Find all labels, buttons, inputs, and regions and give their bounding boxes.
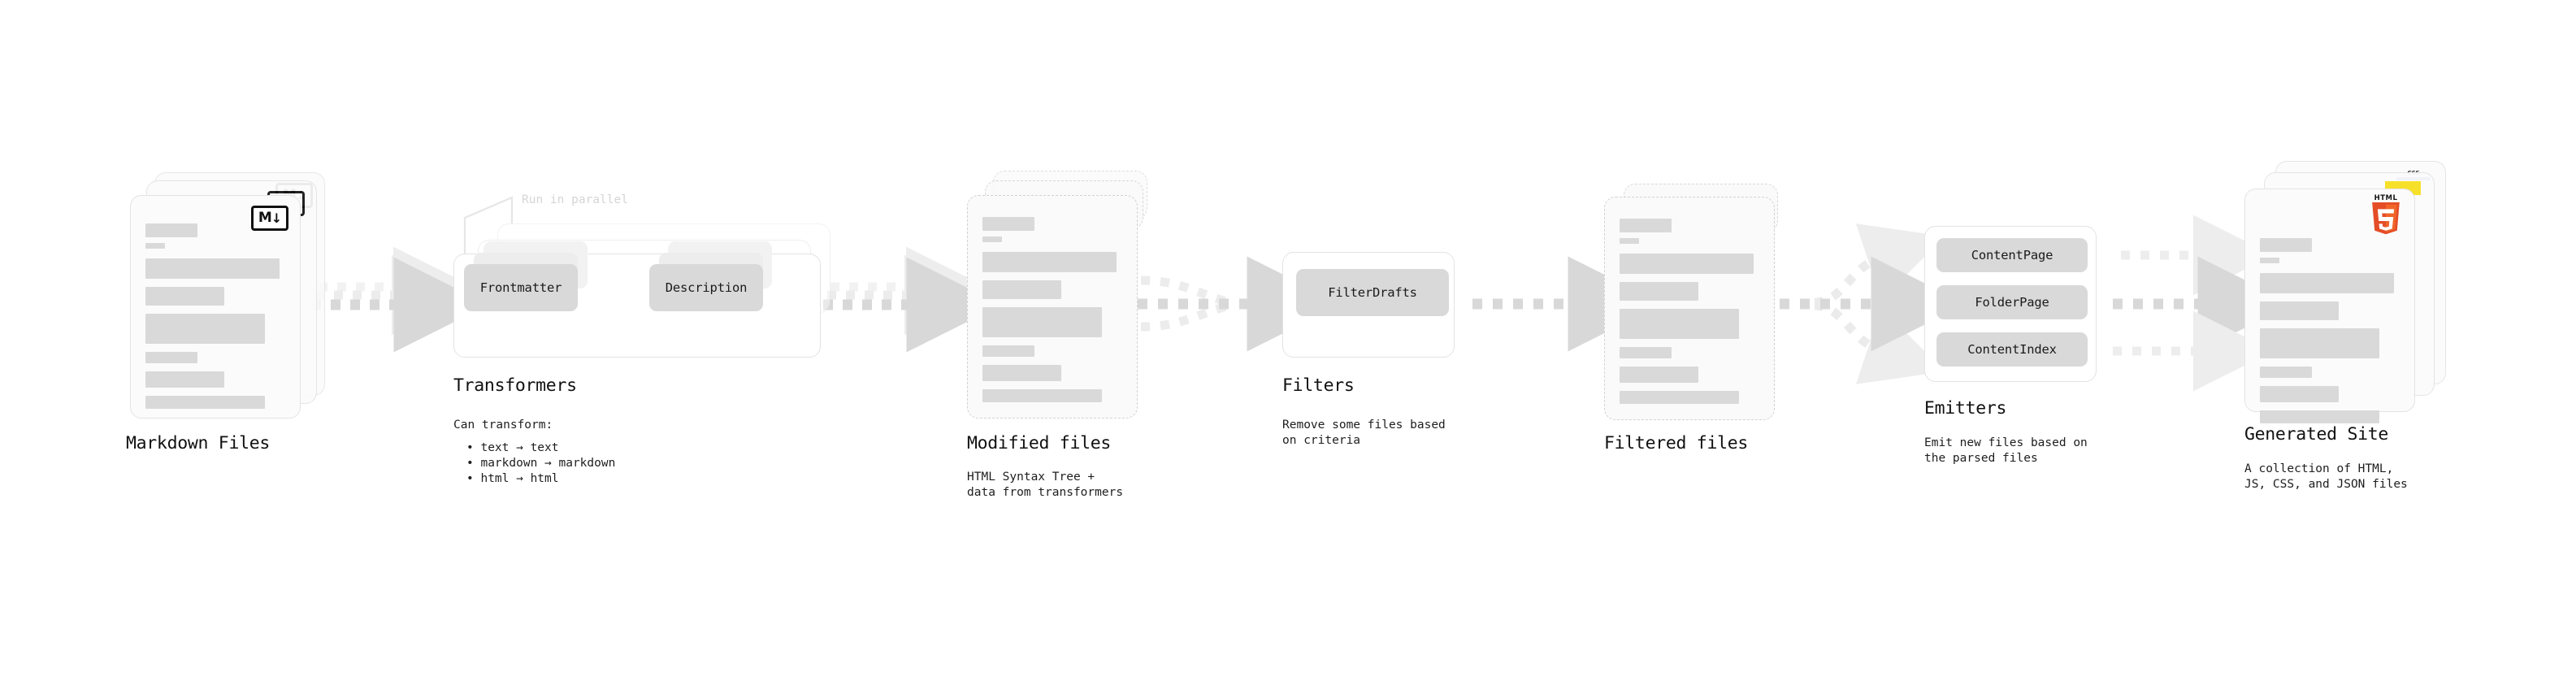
doc-skeleton-bars: [1620, 219, 1761, 410]
modified-doc-front[interactable]: [967, 195, 1138, 419]
arrow-transformers-to-modified: [823, 246, 1002, 353]
pill-contentindex[interactable]: ContentIndex: [1936, 332, 2088, 367]
modified-files-subtitle: HTML Syntax Tree + data from transformer…: [967, 471, 1124, 499]
arrow-markdown-to-transformers: [311, 246, 489, 353]
emitters-title: Emitters: [1924, 398, 2007, 419]
doc-skeleton-bars: [2260, 238, 2401, 429]
pill-folderpage[interactable]: FolderPage: [1936, 285, 2088, 319]
arrow-modified-to-filters: [1138, 256, 1342, 352]
markdown-files-title: Markdown Files: [126, 433, 271, 453]
filters-group: FilterDrafts: [1282, 252, 1455, 358]
transformers-bullet-list: • text → text • markdown → markdown • ht…: [466, 440, 615, 487]
transformers-bullet-1: • markdown → markdown: [466, 457, 616, 470]
generated-site-title: Generated Site: [2244, 424, 2389, 445]
filters-title: Filters: [1282, 375, 1355, 396]
arrow-filtered-to-emitters: [1780, 223, 1967, 384]
pill-contentpage[interactable]: ContentPage: [1936, 238, 2088, 272]
transformers-intro: Can transform:: [453, 419, 553, 432]
pill-description[interactable]: Description: [649, 264, 763, 311]
site-doc-front[interactable]: HTML: [2244, 189, 2415, 423]
transformer-group: Frontmatter Description: [453, 241, 821, 358]
transformers-title: Transformers: [453, 375, 577, 396]
transformers-bullet-2: • html → html: [466, 472, 559, 485]
run-in-parallel-note: Run in parallel: [522, 193, 628, 206]
markdown-icon: M↓: [251, 206, 288, 231]
modified-files-title: Modified files: [967, 433, 1112, 453]
emitters-group: ContentPage FolderPage ContentIndex: [1924, 226, 2097, 382]
filtered-doc-front[interactable]: [1604, 197, 1775, 420]
markdown-doc-front[interactable]: M↓: [130, 195, 301, 419]
pill-filterdrafts[interactable]: FilterDrafts: [1296, 269, 1449, 316]
doc-skeleton-bars: [145, 223, 287, 414]
emitters-subtitle: Emit new files based on the parsed files: [1924, 436, 2088, 465]
filtered-files-title: Filtered files: [1604, 433, 1749, 453]
filters-subtitle: Remove some files based on criteria: [1282, 419, 1446, 447]
arrow-emitters-to-site: [2113, 215, 2293, 392]
doc-skeleton-bars: [982, 217, 1124, 408]
generated-site-subtitle: A collection of HTML, JS, CSS, and JSON …: [2244, 462, 2408, 491]
transformers-bullet-0: • text → text: [466, 441, 559, 454]
pill-frontmatter[interactable]: Frontmatter: [464, 264, 578, 311]
html5-icon: HTML: [2369, 194, 2403, 235]
